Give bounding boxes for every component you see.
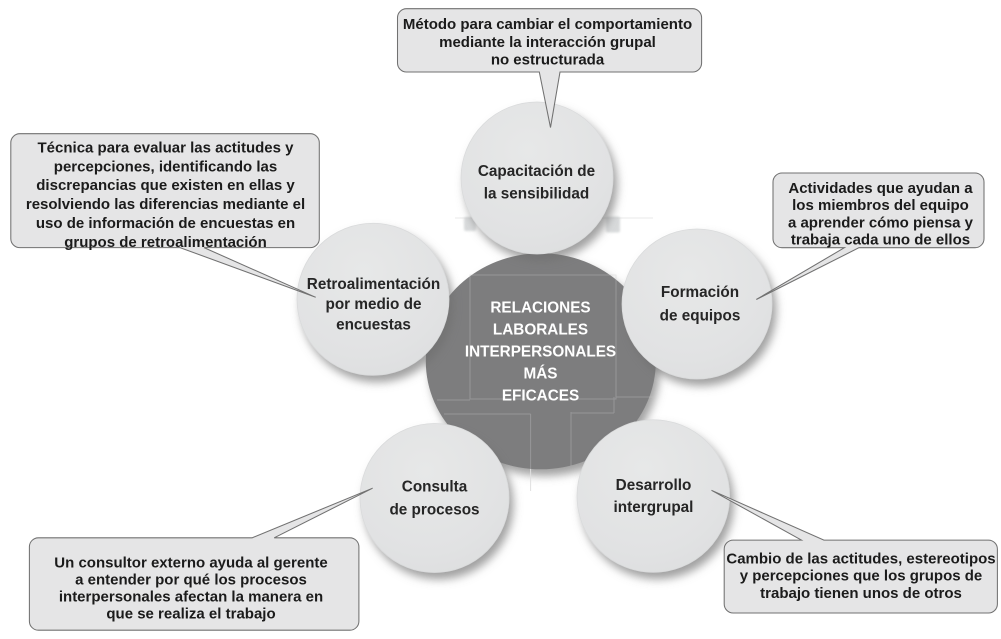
svg-text:trabajo tienen unos de otros: trabajo tienen unos de otros: [760, 585, 962, 602]
svg-text:Capacitación de: Capacitación de: [478, 163, 595, 180]
svg-text:RELACIONES: RELACIONES: [490, 299, 590, 316]
svg-text:no estructurada: no estructurada: [491, 52, 605, 69]
svg-text:interpersonales afectan la man: interpersonales afectan la manera en: [59, 588, 323, 605]
svg-text:a entender por qué los proceso: a entender por qué los procesos: [75, 571, 307, 588]
svg-text:mediante la interacción grupal: mediante la interacción grupal: [439, 34, 656, 51]
svg-text:Método para cambiar el comport: Método para cambiar el comportamiento: [403, 16, 692, 33]
svg-text:de equipos: de equipos: [660, 308, 741, 325]
svg-text:discrepancias que existen en e: discrepancias que existen en ellas y: [36, 177, 295, 194]
svg-text:Formación: Formación: [661, 284, 739, 301]
svg-text:grupos de retroalimentación: grupos de retroalimentación: [64, 234, 267, 251]
svg-text:los miembros del equipo: los miembros del equipo: [792, 197, 969, 214]
svg-text:por medio de: por medio de: [325, 296, 421, 313]
svg-text:MÁS: MÁS: [524, 365, 558, 382]
svg-text:Desarrollo: Desarrollo: [616, 477, 692, 494]
svg-text:que se realiza el trabajo: que se realiza el trabajo: [106, 605, 275, 622]
svg-text:trabaja cada uno de ellos: trabaja cada uno de ellos: [791, 232, 970, 249]
svg-text:Actividades que ayudan a: Actividades que ayudan a: [788, 180, 973, 197]
svg-text:resolviendo las diferencias me: resolviendo las diferencias mediante el: [26, 196, 305, 213]
svg-text:INTERPERSONALES: INTERPERSONALES: [465, 343, 616, 360]
svg-text:Cambio de las actitudes, ester: Cambio de las actitudes, estereotipos: [726, 550, 995, 567]
svg-text:percepciones, identificando la: percepciones, identificando las: [54, 159, 277, 176]
svg-text:EFICACES: EFICACES: [502, 387, 579, 404]
svg-text:y percepciones que los grupos: y percepciones que los grupos de: [740, 568, 983, 585]
svg-text:Un consultor externo ayuda al: Un consultor externo ayuda al gerente: [54, 554, 327, 571]
svg-text:Técnica para evaluar las actit: Técnica para evaluar las actitudes y: [38, 139, 295, 156]
svg-text:LABORALES: LABORALES: [493, 321, 588, 338]
svg-text:uso de información de encuesta: uso de información de encuestas en: [36, 215, 295, 232]
svg-text:encuestas: encuestas: [336, 317, 411, 334]
svg-text:la sensibilidad: la sensibilidad: [484, 186, 589, 203]
svg-text:a aprender cómo piensa y: a aprender cómo piensa y: [788, 214, 974, 231]
svg-text:intergrupal: intergrupal: [614, 499, 694, 516]
svg-text:Retroalimentación: Retroalimentación: [307, 276, 440, 293]
svg-text:Consulta: Consulta: [402, 479, 468, 496]
svg-text:de procesos: de procesos: [389, 501, 479, 518]
